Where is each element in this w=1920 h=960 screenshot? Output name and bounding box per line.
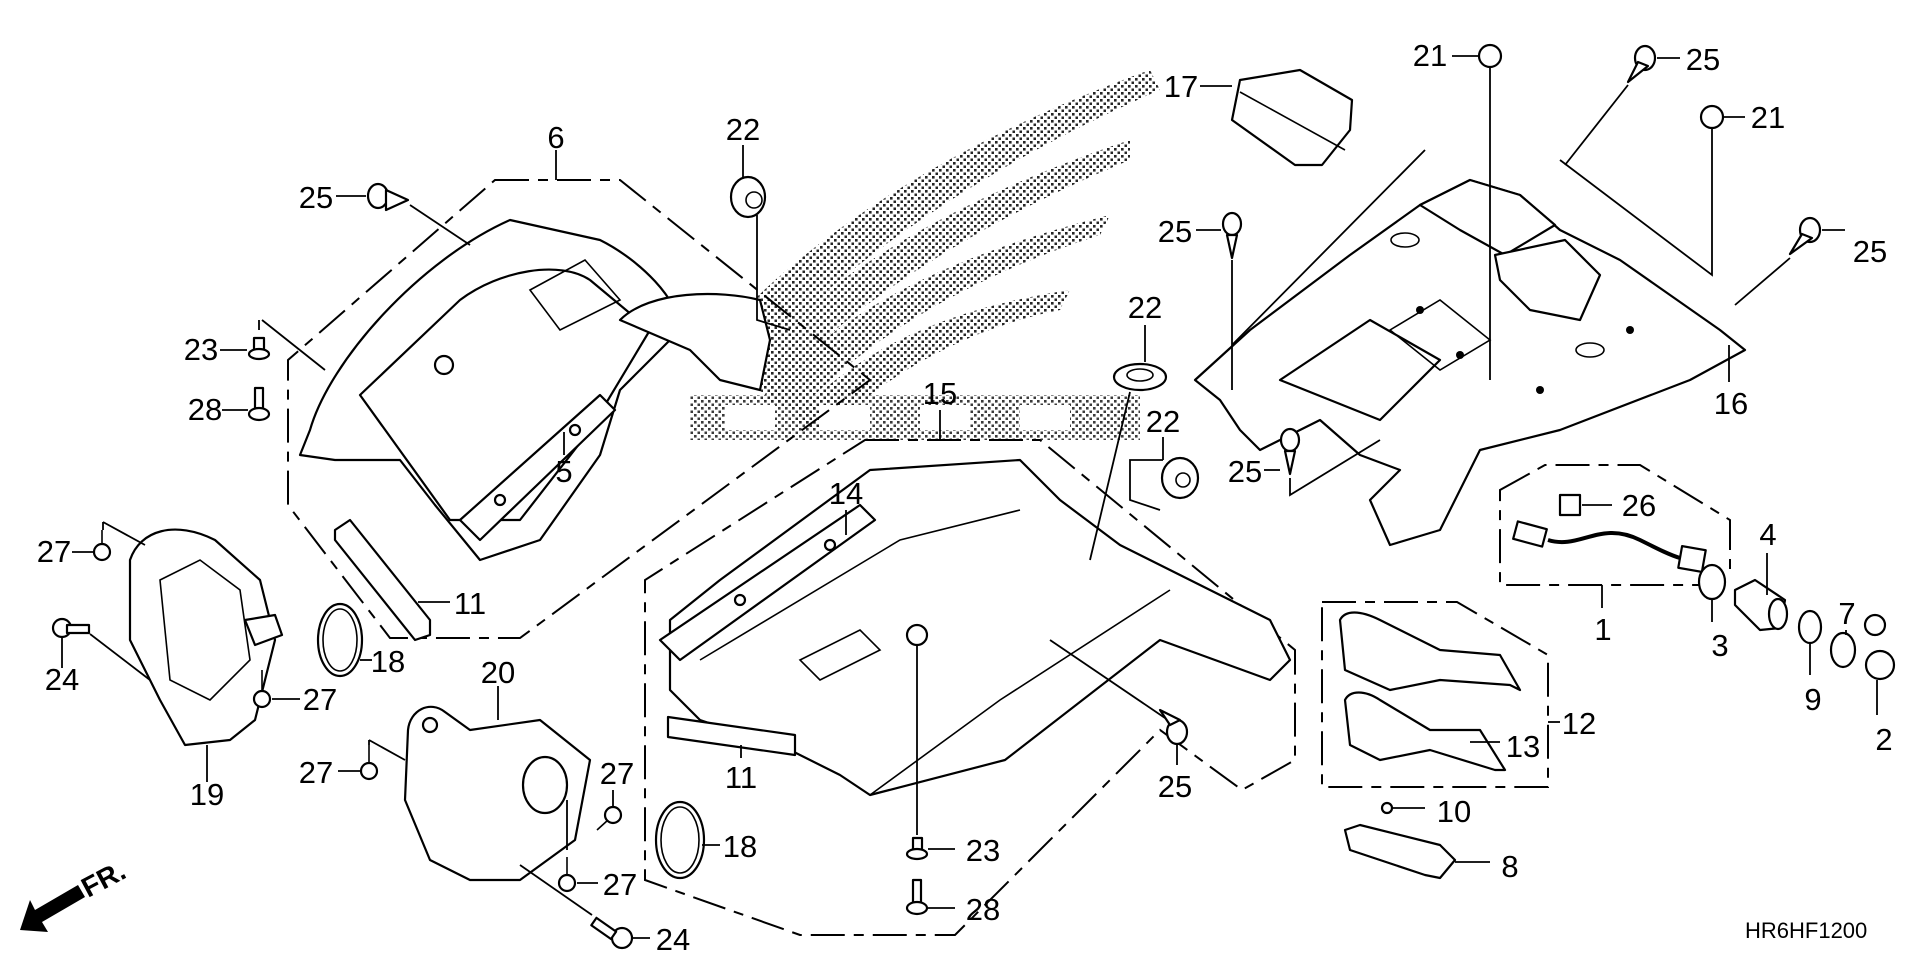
part-25-clip-b[interactable]: [1049, 639, 1189, 765]
part-5-bracket[interactable]: [458, 393, 617, 542]
callout-22[interactable]: 22: [1146, 404, 1180, 439]
part-19-housing-left[interactable]: [128, 528, 284, 782]
callout-23[interactable]: 23: [184, 332, 218, 367]
part-28-bolt-a[interactable]: [222, 386, 271, 422]
callout-26[interactable]: 26: [1622, 488, 1656, 523]
callout-11[interactable]: 11: [454, 586, 486, 621]
callout-14[interactable]: 14: [829, 476, 863, 511]
part-18-ring-a[interactable]: [316, 602, 372, 678]
part-17-cover[interactable]: [1200, 68, 1354, 167]
callout-27[interactable]: 27: [299, 755, 333, 790]
part-18-ring-b[interactable]: [654, 800, 720, 880]
callout-25[interactable]: 25: [1228, 454, 1262, 489]
part-25-clip-f[interactable]: [1264, 427, 1381, 497]
part-25-clip-d[interactable]: [1734, 216, 1845, 306]
part-7-ring[interactable]: [1829, 630, 1857, 669]
part-1-wire-harness[interactable]: [1499, 464, 1731, 608]
callout-7[interactable]: 7: [1838, 596, 1855, 631]
callout-15[interactable]: 15: [923, 376, 957, 411]
callout-27[interactable]: 27: [600, 756, 634, 791]
callout-3[interactable]: 3: [1711, 628, 1728, 663]
callout-1[interactable]: 1: [1594, 612, 1611, 647]
callout-25[interactable]: 25: [1686, 42, 1720, 77]
callout-23[interactable]: 23: [966, 833, 1000, 868]
callout-19[interactable]: 19: [190, 777, 224, 812]
part-25-clip-a[interactable]: [336, 182, 471, 246]
callout-21[interactable]: 21: [1751, 100, 1785, 135]
part-3-nut[interactable]: [1697, 563, 1727, 622]
part-12-cover-kit[interactable]: [1321, 601, 1560, 788]
callout-16[interactable]: 16: [1714, 386, 1748, 421]
callout-10[interactable]: 10: [1437, 794, 1471, 829]
part-21-grommet-b[interactable]: [1559, 104, 1745, 277]
callout-24[interactable]: 24: [656, 922, 690, 957]
part-27-screw-e[interactable]: [557, 800, 598, 893]
callout-4[interactable]: 4: [1759, 517, 1776, 552]
part-22-grommet-b[interactable]: [1089, 325, 1168, 561]
callout-12[interactable]: 12: [1562, 706, 1596, 741]
callout-27[interactable]: 27: [603, 867, 637, 902]
callout-18[interactable]: 18: [723, 829, 757, 864]
callout-22[interactable]: 22: [1128, 290, 1162, 325]
part-14-bracket[interactable]: [658, 503, 877, 662]
part-25-clip-e[interactable]: [1196, 149, 1426, 390]
part-24-bolt-b[interactable]: [519, 864, 650, 950]
callout-25[interactable]: 25: [1158, 214, 1192, 249]
callout-13[interactable]: 13: [1506, 729, 1540, 764]
callout-27[interactable]: 27: [303, 682, 337, 717]
callout-22[interactable]: 22: [726, 112, 760, 147]
part-28-bolt-b[interactable]: [905, 878, 955, 916]
part-25-clip-c[interactable]: [1564, 44, 1680, 166]
part-27-screw-c[interactable]: [338, 739, 406, 781]
part-20-housing-right[interactable]: [403, 686, 592, 882]
part-22-grommet-upper[interactable]: [729, 145, 791, 331]
callout-21[interactable]: 21: [1413, 38, 1447, 73]
part-6-seat-cover[interactable]: [287, 150, 872, 639]
part-21-grommet-a[interactable]: [1452, 43, 1503, 380]
part-23-bolt-a[interactable]: [220, 319, 326, 371]
diagram-code: HR6HF1200: [1745, 918, 1867, 943]
part-10-nut[interactable]: [1380, 801, 1425, 815]
part-27-screw-b[interactable]: [252, 670, 300, 709]
part-2-cap[interactable]: [1863, 613, 1896, 715]
part-26-clip[interactable]: [1558, 493, 1612, 517]
callout-20[interactable]: 20: [481, 655, 515, 690]
part-9-seal[interactable]: [1797, 609, 1823, 675]
callout-27[interactable]: 27: [37, 534, 71, 569]
callout-25[interactable]: 25: [1853, 234, 1887, 269]
callout-17[interactable]: 17: [1164, 69, 1198, 104]
callout-25[interactable]: 25: [1158, 769, 1192, 804]
part-27-screw-a[interactable]: [72, 521, 146, 562]
callout-28[interactable]: 28: [188, 392, 222, 427]
callout-6[interactable]: 6: [547, 120, 564, 155]
part-24-bolt-a[interactable]: [51, 617, 151, 681]
callout-11[interactable]: 11: [725, 760, 757, 795]
part-23-bolt-b[interactable]: [905, 645, 955, 861]
callout-28[interactable]: 28: [966, 892, 1000, 927]
callout-24[interactable]: 24: [45, 662, 79, 697]
part-8-bracket[interactable]: [1343, 823, 1490, 880]
callout-25[interactable]: 25: [299, 180, 333, 215]
front-direction-arrow: FR.: [20, 855, 131, 932]
part-11-seal-center[interactable]: [666, 715, 797, 758]
callout-5[interactable]: 5: [555, 454, 572, 489]
part-4-socket[interactable]: [1733, 553, 1789, 632]
part-16-rear-carrier[interactable]: [1193, 178, 1747, 547]
part-22-grommet-c[interactable]: [1129, 437, 1200, 511]
callout-8[interactable]: 8: [1501, 849, 1518, 884]
callout-2[interactable]: 2: [1875, 722, 1892, 757]
callout-9[interactable]: 9: [1804, 682, 1821, 717]
part-27-screw-d[interactable]: [596, 790, 623, 831]
callout-18[interactable]: 18: [371, 644, 405, 679]
part-11-seal-upper[interactable]: [333, 518, 450, 642]
